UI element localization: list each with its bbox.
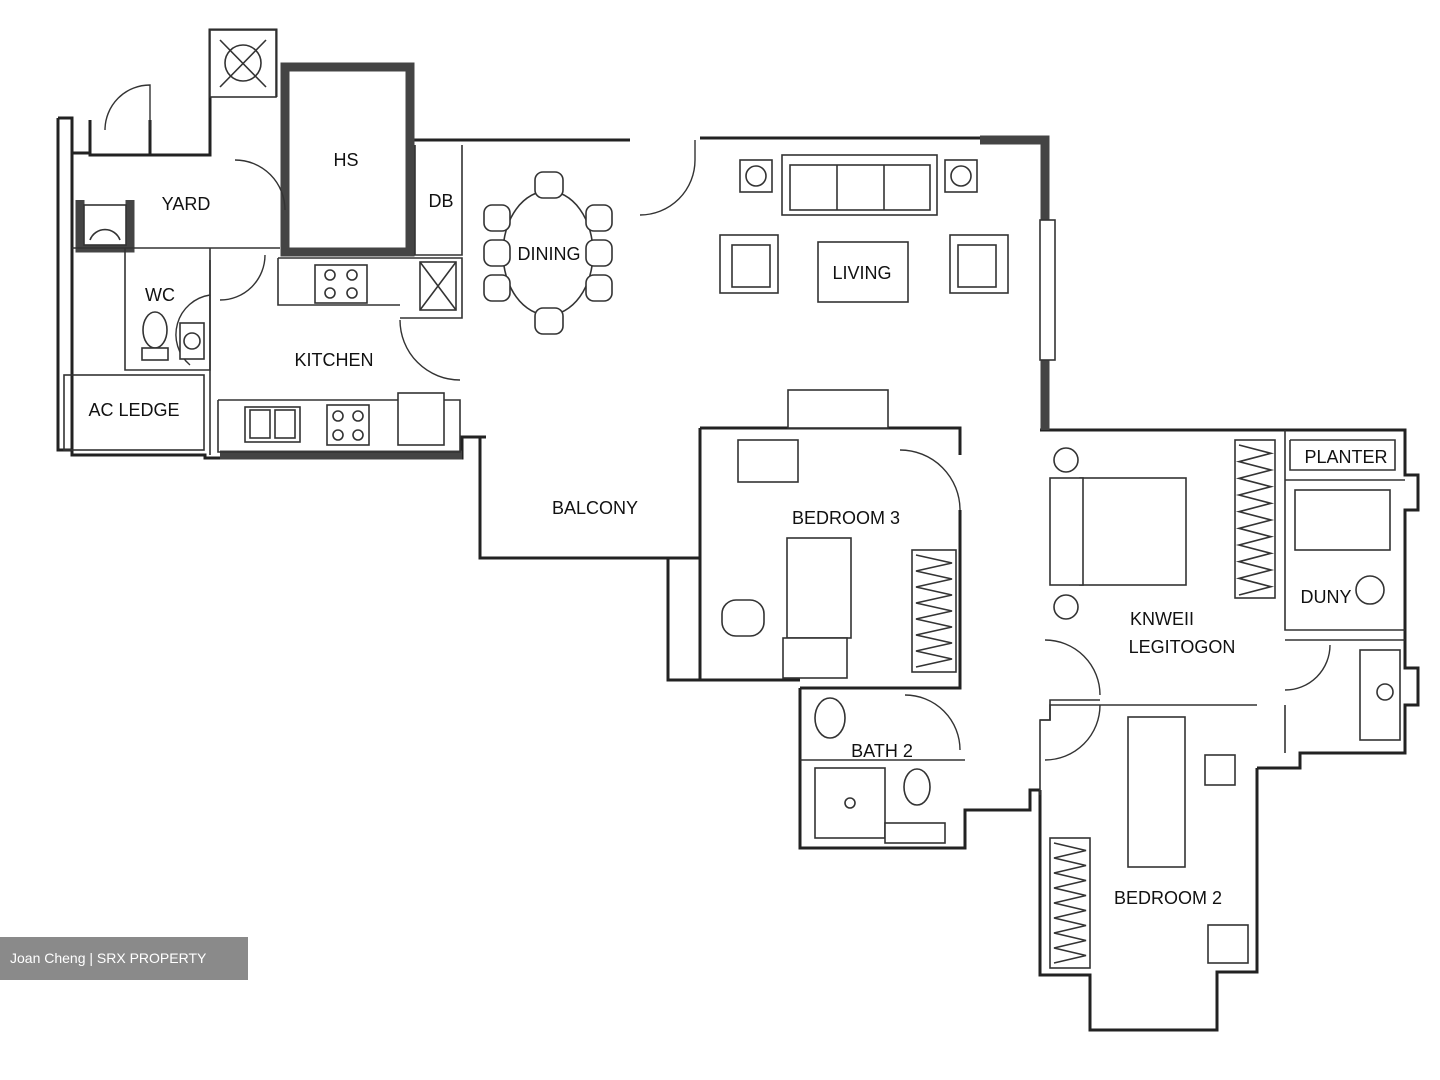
interior-walls (63, 145, 1405, 795)
doors (104, 84, 1331, 761)
label-bath-2: BATH 2 (851, 741, 913, 761)
label-dining: DINING (518, 244, 581, 264)
wardrobe-bedroom-3 (915, 554, 953, 668)
label-ac-ledge: AC LEDGE (88, 400, 179, 420)
label-bedroom-2: BEDROOM 2 (1114, 888, 1222, 908)
label-bedroom-3: BEDROOM 3 (792, 508, 900, 528)
label-living: LIVING (832, 263, 891, 283)
label-master-bedroom-line1: KNWEII (1130, 609, 1194, 629)
exterior-walls (56, 28, 1420, 1032)
label-kitchen: KITCHEN (294, 350, 373, 370)
structural-walls (75, 62, 1050, 460)
label-db: DB (428, 191, 453, 211)
wardrobe-master-bedroom (1235, 444, 1275, 596)
label-wc: WC (145, 285, 175, 305)
label-master-bath: DUNY (1300, 587, 1351, 607)
label-yard: YARD (162, 194, 211, 214)
label-planter: PLANTER (1304, 447, 1387, 467)
label-balcony: BALCONY (552, 498, 638, 518)
wardrobe-bedroom-2 (1053, 842, 1087, 964)
label-master-bedroom-line2: LEGITOGON (1129, 637, 1236, 657)
watermark: Joan Cheng | SRX PROPERTY (0, 937, 248, 980)
room-labels: HS YARD DB DINING LIVING WC KITCHEN AC L… (88, 150, 1387, 908)
label-hs: HS (333, 150, 358, 170)
